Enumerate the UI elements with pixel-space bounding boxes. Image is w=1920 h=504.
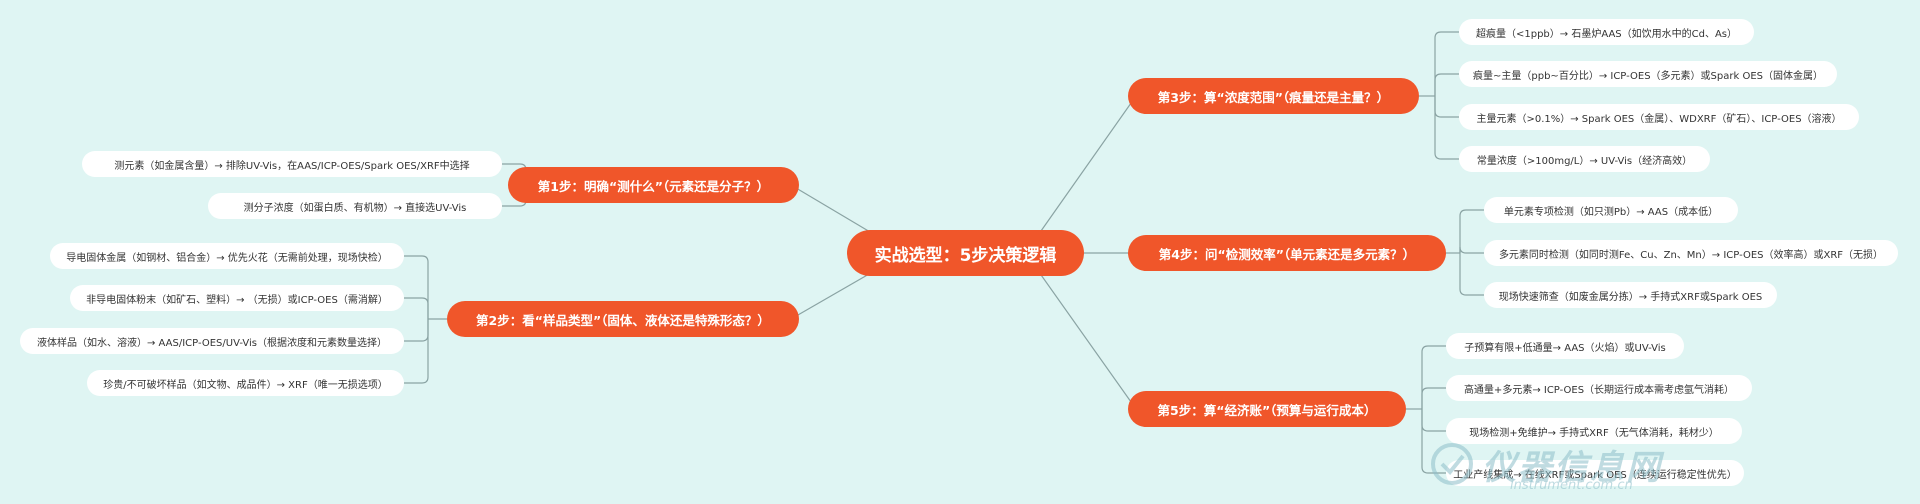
bracket-to-leaf-line <box>404 255 429 319</box>
step-5-leaf[interactable]: 工业产线集成→ 在线XRF或Spark OES（连续运行稳定性优先） <box>1446 460 1744 486</box>
center-to-step-line <box>1025 252 1137 410</box>
step-5-leaf[interactable]: 高通量+多元素→ ICP-OES（长期运行成本需考虑氩气消耗） <box>1446 375 1752 401</box>
center-to-step-line <box>1025 95 1137 254</box>
step-4-leaf[interactable]: 多元素同时检测（如同时测Fe、Cu、Zn、Mn）→ ICP-OES（效率高）或X… <box>1484 240 1898 266</box>
step-3-leaf[interactable]: 主量元素（>0.1%）→ Spark OES（金属）、WDXRF（矿石）、ICP… <box>1459 104 1859 130</box>
bracket-to-leaf-line <box>1459 253 1484 296</box>
watermark-url: instrument.com.cn <box>1510 478 1633 493</box>
step-1-leaf[interactable]: 测分子浓度（如蛋白质、有机物）→ 直接选UV-Vis <box>208 193 502 219</box>
step-2-node[interactable]: 第2步：看“样品类型”（固体、液体还是特殊形态？） <box>447 301 799 337</box>
step-3-leaf[interactable]: 痕量~主量（ppb~百分比）→ ICP-OES（多元素）或Spark OES（固… <box>1459 61 1837 87</box>
bracket-to-leaf-line <box>1421 409 1446 474</box>
watermark-logo-icon <box>1431 443 1473 485</box>
step-2-leaf[interactable]: 液体样品（如水、溶液）→ AAS/ICP-OES/UV-Vis（根据浓度和元素数… <box>20 328 404 354</box>
step-3-leaf[interactable]: 超痕量（<1ppb）→ 石墨炉AAS（如饮用水中的Cd、As） <box>1459 19 1754 45</box>
step-2-leaf[interactable]: 珍贵/不可破坏样品（如文物、成品件）→ XRF（唯一无损选项） <box>87 370 404 396</box>
step-3-leaf[interactable]: 常量浓度（>100mg/L）→ UV-Vis（经济高效） <box>1459 146 1710 172</box>
central-topic[interactable]: 实战选型：5步决策逻辑 <box>847 230 1084 276</box>
bracket-to-leaf-line <box>1434 96 1459 160</box>
bracket-to-leaf-line <box>404 319 429 342</box>
step-1-leaf[interactable]: 测元素（如金属含量）→ 排除UV-Vis，在AAS/ICP-OES/Spark … <box>82 151 502 177</box>
bracket-to-leaf-line <box>1421 387 1446 409</box>
step-1-node[interactable]: 第1步：明确“测什么”（元素还是分子？） <box>508 167 799 203</box>
step-4-leaf[interactable]: 单元素专项检测（如只测Pb）→ AAS（成本低） <box>1484 197 1738 223</box>
step-5-node[interactable]: 第5步：算“经济账”（预算与运行成本） <box>1128 391 1406 427</box>
bracket-to-leaf-line <box>1459 209 1484 253</box>
step-3-node[interactable]: 第3步：算“浓度范围”（痕量还是主量？） <box>1128 78 1419 114</box>
bracket-to-leaf-line <box>404 297 429 319</box>
step-4-leaf[interactable]: 现场快速筛查（如废金属分拣）→ 手持式XRF或Spark OES <box>1484 282 1777 308</box>
bracket-to-leaf-line <box>1434 73 1459 96</box>
step-4-node[interactable]: 第4步：问“检测效率”（单元素还是多元素？） <box>1128 235 1446 271</box>
bracket-to-leaf-line <box>404 319 429 384</box>
step-2-leaf[interactable]: 非导电固体粉末（如矿石、塑料）→ （无损）或ICP-OES（需消解） <box>70 285 404 311</box>
bracket-to-leaf-line <box>1421 409 1446 432</box>
step-5-leaf[interactable]: 现场检测+免维护→ 手持式XRF（无气体消耗，耗材少） <box>1446 418 1742 444</box>
bracket-to-leaf-line <box>1434 31 1459 96</box>
bracket-to-leaf-line <box>1434 96 1459 118</box>
bracket-to-leaf-line <box>1459 246 1484 254</box>
watermark-text: 仪器信息网 <box>1482 448 1662 488</box>
step-2-leaf[interactable]: 导电固体金属（如钢材、铝合金）→ 优先火花（无需前处理，现场快检） <box>50 243 404 269</box>
step-5-leaf[interactable]: 子预算有限+低通量→ AAS（火焰）或UV-Vis <box>1446 333 1684 359</box>
bracket-to-leaf-line <box>1421 345 1446 409</box>
